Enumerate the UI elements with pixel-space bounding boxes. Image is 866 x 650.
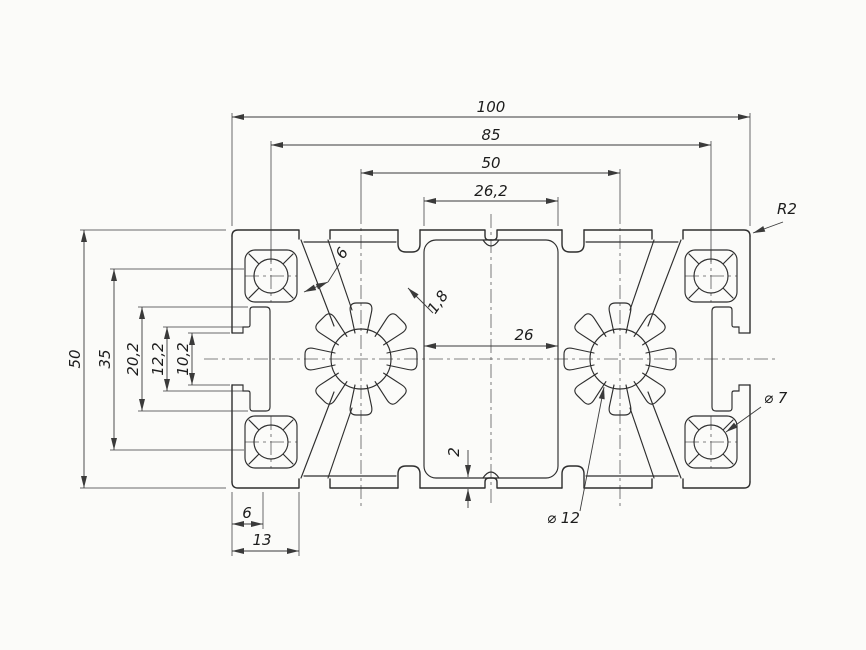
dim-wall-thickness: 1,8 (424, 287, 452, 317)
dim-corner-radius: R2 (777, 200, 797, 218)
right-t-slot (711, 306, 751, 412)
dim-slot-edge-offset: 6 (242, 504, 252, 522)
leader-center-hole (579, 386, 605, 512)
dim-corner-hole-diameter: ⌀ 7 (764, 389, 788, 407)
profile-outline (231, 229, 751, 489)
core-right (563, 302, 677, 416)
dim-width-core-centers: 50 (481, 154, 500, 172)
dim-width-cavity-mouth: 26,2 (474, 182, 507, 200)
left-t-slot (231, 306, 271, 412)
dim-height-overall: 50 (66, 349, 84, 368)
central-cavity (423, 239, 559, 479)
dim-bottom-wall: 2 (445, 447, 463, 457)
leader-corner-radius (752, 221, 784, 234)
dim-height-slot-mouth: 10,2 (174, 342, 192, 375)
profile-inner-walls (231, 239, 751, 479)
dim-height-slot-outer: 35 (96, 349, 114, 368)
core-hole-circle-right (589, 328, 651, 390)
dimension-labels: 100 85 50 26,2 50 35 20,2 12,2 10,2 6 13… (66, 98, 797, 549)
dim-width-overall: 100 (477, 98, 506, 116)
dim-width-hole-centers: 85 (481, 126, 500, 144)
core-hole-circle-left (330, 328, 392, 390)
dimension-lines (81, 114, 784, 554)
core-left (304, 302, 418, 416)
diagonal-slot-channels (300, 239, 682, 479)
leader-corner-hole (725, 406, 762, 433)
dim-height-slot-step: 12,2 (149, 342, 167, 375)
dim-center-hole-diameter: ⌀ 12 (547, 509, 580, 527)
dim-slot-mouth-offset: 13 (252, 531, 271, 549)
dim-cavity-inner-width: 26 (514, 326, 533, 344)
centerlines (204, 210, 778, 508)
leader-wall-thickness (407, 287, 434, 314)
dim-height-slot-cavity: 20,2 (124, 342, 142, 375)
extension-lines (80, 113, 751, 556)
